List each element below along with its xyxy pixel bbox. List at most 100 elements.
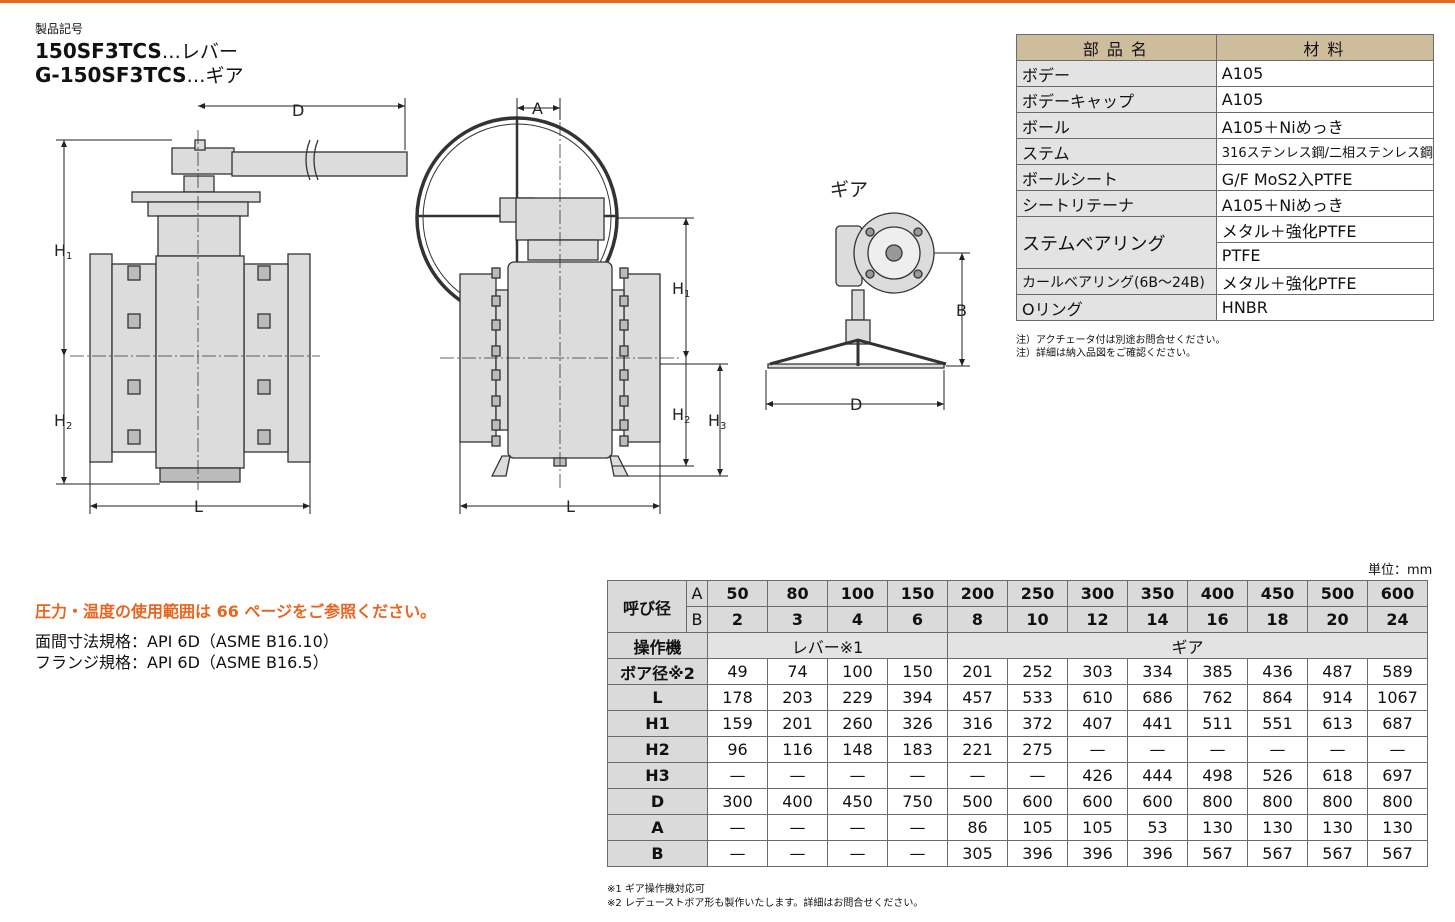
size-a-label: A bbox=[686, 580, 708, 607]
dimension-cell: — bbox=[827, 762, 888, 789]
part-material: G/F MoS2入PTFE bbox=[1215, 164, 1435, 191]
part-material: A105 bbox=[1215, 60, 1435, 87]
size-a-cell: 80 bbox=[767, 580, 828, 607]
top-accent-bar bbox=[0, 0, 1455, 3]
dimension-cell: 396 bbox=[1067, 840, 1128, 867]
dimension-cell: 407 bbox=[1067, 710, 1128, 737]
part-name: ステム bbox=[1016, 138, 1217, 165]
unit-label: 単位：mm bbox=[1368, 563, 1433, 578]
size-a-cell: 250 bbox=[1007, 580, 1068, 607]
dimension-cell: 150 bbox=[887, 658, 948, 685]
dimension-row-label: H2 bbox=[607, 736, 708, 763]
dim-label-h2: H2 bbox=[54, 411, 72, 432]
dimension-cell: 96 bbox=[707, 736, 768, 763]
dimension-cell: 86 bbox=[947, 814, 1008, 841]
dimension-cell: 567 bbox=[1247, 840, 1308, 867]
model-code: 150SF3TCS bbox=[35, 39, 162, 63]
part-material: メタル＋強化PTFE bbox=[1215, 216, 1435, 243]
size-b-cell: 24 bbox=[1367, 606, 1428, 633]
dimension-row-label: A bbox=[607, 814, 708, 841]
model-suffix: …レバー bbox=[161, 41, 238, 63]
dimension-cell: 130 bbox=[1187, 814, 1248, 841]
dim-label-b: B bbox=[956, 301, 967, 320]
dimension-cell: 229 bbox=[827, 684, 888, 711]
dim-label-h1-gear: H1 bbox=[672, 279, 690, 300]
dimension-cell: 221 bbox=[947, 736, 1008, 763]
note: 注）アクチェータ付は別途お問合せください。 bbox=[1016, 335, 1226, 346]
part-material: PTFE bbox=[1215, 242, 1435, 269]
dimension-cell: 183 bbox=[887, 736, 948, 763]
parts-row: PTFE bbox=[1017, 242, 1435, 269]
right-flange bbox=[287, 253, 311, 463]
dimension-cell: 105 bbox=[1067, 814, 1128, 841]
part-name: ボデーキャップ bbox=[1016, 86, 1217, 113]
part-material: メタル＋強化PTFE bbox=[1215, 268, 1435, 295]
dimension-cell: 148 bbox=[827, 736, 888, 763]
dimension-cell: 178 bbox=[707, 684, 768, 711]
dim-label-h1: H1 bbox=[54, 241, 72, 262]
dimension-cell: 275 bbox=[1007, 736, 1068, 763]
dimension-cell: — bbox=[767, 762, 828, 789]
size-b-cell: 12 bbox=[1067, 606, 1128, 633]
dimension-cell: — bbox=[827, 840, 888, 867]
part-name: Oリング bbox=[1016, 294, 1217, 321]
left-flange bbox=[89, 253, 113, 463]
dimension-cell: 130 bbox=[1307, 814, 1368, 841]
lever-hub bbox=[171, 147, 235, 175]
part-name: シートリテーナ bbox=[1016, 190, 1217, 217]
dimension-cell: 1067 bbox=[1367, 684, 1428, 711]
dimension-cell: — bbox=[1007, 762, 1068, 789]
gear-valve-drawing bbox=[415, 100, 680, 490]
dimension-cell: 800 bbox=[1187, 788, 1248, 815]
dim-label-a: A bbox=[532, 99, 543, 118]
dimension-cell: 303 bbox=[1067, 658, 1128, 685]
operator-lever: レバー※1 bbox=[707, 632, 948, 659]
part-name: ボール bbox=[1016, 112, 1217, 139]
dim-label-h3: H3 bbox=[708, 411, 726, 432]
dimension-cell: — bbox=[707, 762, 768, 789]
dimension-cell: 750 bbox=[887, 788, 948, 815]
parts-header-row: 部品名 材料 bbox=[1016, 34, 1435, 61]
model-suffix: …ギア bbox=[186, 65, 244, 87]
size-a-cell: 600 bbox=[1367, 580, 1428, 607]
dimension-cell: 600 bbox=[1067, 788, 1128, 815]
dimension-cell: 159 bbox=[707, 710, 768, 737]
dimension-cell: — bbox=[1307, 736, 1368, 763]
dimension-row-label: L bbox=[607, 684, 708, 711]
dimension-cell: 444 bbox=[1127, 762, 1188, 789]
parts-row: ステムベアリングメタル＋強化PTFE bbox=[1016, 216, 1435, 269]
dimension-cell: 260 bbox=[827, 710, 888, 737]
model-code: G-150SF3TCS bbox=[35, 63, 187, 87]
part-material: HNBR bbox=[1215, 294, 1435, 321]
header-material: 材料 bbox=[1215, 34, 1435, 61]
header-part-name: 部品名 bbox=[1016, 34, 1217, 61]
dimension-cell: — bbox=[1367, 736, 1428, 763]
dimension-cell: 49 bbox=[707, 658, 768, 685]
dimension-cell: 105 bbox=[1007, 814, 1068, 841]
size-a-cell: 100 bbox=[827, 580, 888, 607]
size-b-cell: 2 bbox=[707, 606, 768, 633]
pressure-temperature-note: 圧力・温度の使用範囲は 66 ページをご参照ください。 bbox=[35, 602, 437, 621]
dim-label-h2-gear: H2 bbox=[672, 405, 690, 426]
dimension-cell: — bbox=[767, 840, 828, 867]
dimension-cell: — bbox=[1187, 736, 1248, 763]
parts-notes: 注）アクチェータ付は別途お問合せください。 注）詳細は納入品図をご確認ください。 bbox=[1016, 334, 1226, 360]
bonnet bbox=[157, 215, 241, 257]
size-b-cell: 4 bbox=[827, 606, 888, 633]
nominal-size-label: 呼び径 bbox=[607, 580, 687, 633]
dimension-cell: 426 bbox=[1067, 762, 1128, 789]
size-b-cell: 18 bbox=[1247, 606, 1308, 633]
face-to-face-standard: 面間寸法規格：API 6D（ASME B16.10） bbox=[35, 632, 339, 651]
operator-gear: ギア bbox=[947, 632, 1428, 659]
dimension-cell: 914 bbox=[1307, 684, 1368, 711]
